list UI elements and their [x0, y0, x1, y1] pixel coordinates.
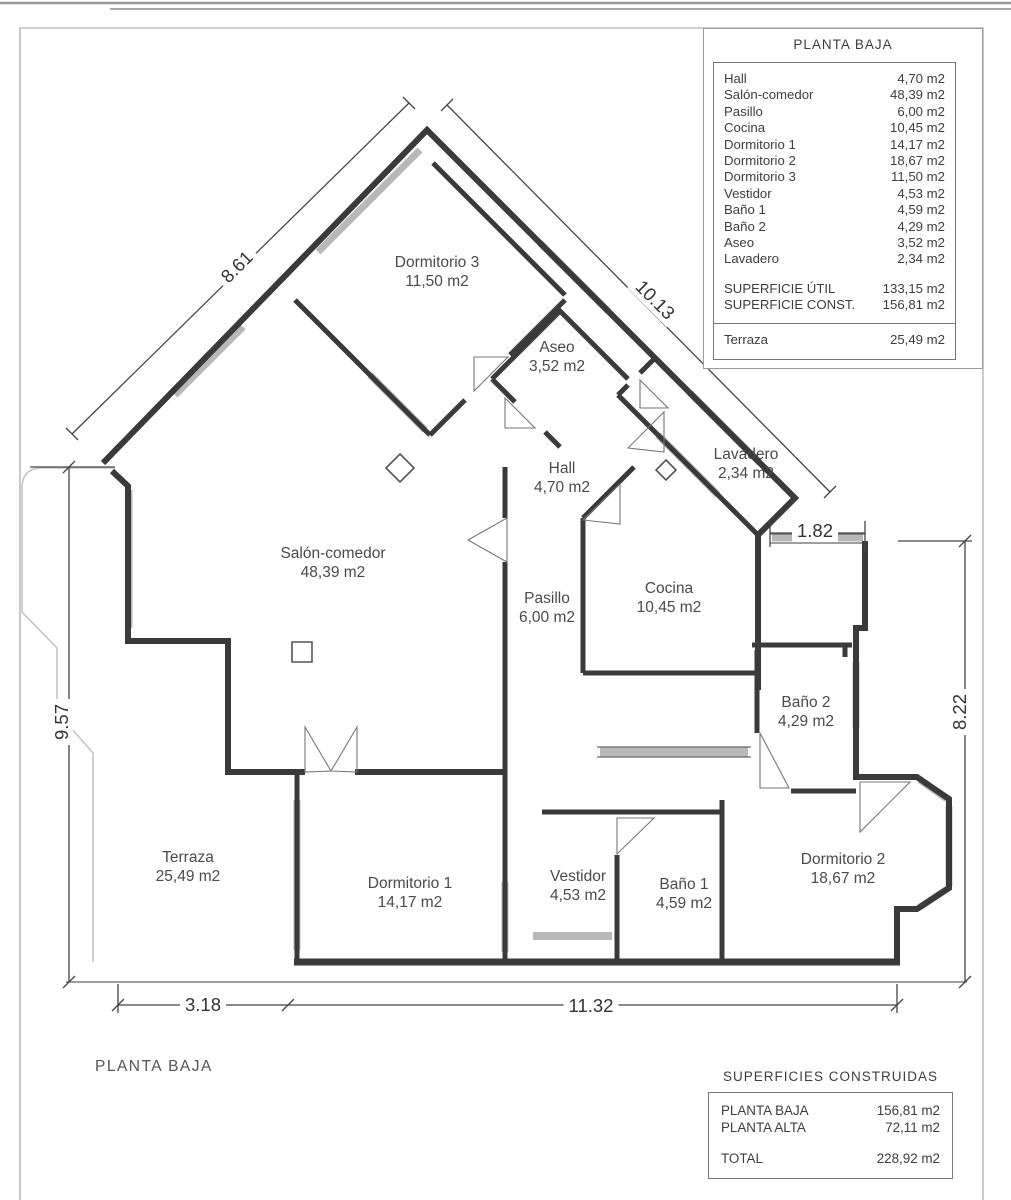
legend-summary-row-value: 133,15 m2 — [882, 280, 945, 296]
legend-row-value: 4,29 m2 — [897, 218, 945, 234]
legend-row-value: 4,70 m2 — [897, 71, 945, 86]
totals-title: SUPERFICIES CONSTRUIDAS — [722, 1069, 939, 1084]
totals-row-label: PLANTA ALTA — [721, 1120, 806, 1135]
legend-row: Baño 2 4,29 m2 — [724, 219, 945, 235]
legend-terraza-row-value: 25,49 m2 — [890, 331, 945, 347]
legend-title: PLANTA BAJA — [793, 37, 893, 52]
totals-total-row: TOTAL 228,92 m2 — [721, 1150, 940, 1167]
totals-total-value: 228,92 m2 — [876, 1151, 940, 1166]
legend-row-label: Hall — [724, 71, 747, 86]
legend-terraza-row: Terraza 25,49 m2 — [724, 332, 945, 348]
legend-summary-row-value: 156,81 m2 — [882, 297, 945, 313]
legend-extra-row: Terraza 25,49 m2 — [724, 332, 945, 348]
legend-summary-row-label: SUPERFICIE CONST. — [724, 297, 856, 313]
terrace-boundary — [21, 467, 115, 962]
legend-summary-row-label: SUPERFICIE ÚTIL — [724, 280, 836, 296]
legend-row: Vestidor 4,53 m2 — [724, 186, 945, 202]
legend-row-value: 11,50 m2 — [890, 169, 945, 185]
legend-row-label: Vestidor — [724, 185, 772, 201]
legend-row: Dormitorio 3 11,50 m2 — [724, 169, 945, 185]
outer-walls — [100, 125, 952, 966]
legend-row-label: Baño 1 — [724, 202, 766, 218]
legend-row-label: Dormitorio 1 — [724, 136, 796, 152]
door-swings — [304, 356, 912, 856]
legend-row-value: 4,53 m2 — [897, 185, 945, 201]
legend-row: Aseo 3,52 m2 — [724, 235, 945, 251]
legend-row-value: 18,67 m2 — [890, 153, 945, 169]
legend-row-label: Lavadero — [724, 251, 779, 267]
totals-row-value: 156,81 m2 — [876, 1103, 940, 1118]
legend-table: Hall 4,70 m2 Salón-comedor 48,39 m2 Pasillo 6… — [713, 62, 956, 360]
legend-terraza-row-label: Terraza — [724, 331, 768, 347]
totals-total: TOTAL 228,92 m2 — [721, 1150, 940, 1167]
legend-row-label: Dormitorio 2 — [724, 153, 796, 169]
legend-row-label: Pasillo — [724, 103, 763, 119]
legend-row: Dormitorio 2 18,67 m2 — [724, 153, 945, 169]
totals-row-label: PLANTA BAJA — [721, 1103, 809, 1118]
legend-row: Cocina 10,45 m2 — [724, 120, 945, 136]
legend-separator — [714, 322, 955, 324]
legend-row-value: 2,34 m2 — [897, 251, 945, 267]
legend-row: Salón-comedor 48,39 m2 — [724, 87, 945, 103]
legend-row-value: 14,17 m2 — [890, 136, 945, 152]
totals-rows: PLANTA BAJA 156,81 m2 PLANTA ALTA 72,11 m2 — [721, 1102, 940, 1136]
legend-row: Baño 1 4,59 m2 — [724, 202, 945, 218]
plan-name: PLANTA BAJA — [95, 1058, 213, 1075]
totals-total-label: TOTAL — [721, 1151, 763, 1166]
legend-row-label: Baño 2 — [724, 218, 766, 234]
legend-row: Pasillo 6,00 m2 — [724, 104, 945, 120]
legend-summary-row: SUPERFICIE ÚTIL 133,15 m2 — [724, 281, 945, 297]
column-symbols — [291, 452, 678, 663]
legend-room-rows: Hall 4,70 m2 Salón-comedor 48,39 m2 Pasillo 6… — [724, 71, 945, 268]
totals-row: PLANTA BAJA 156,81 m2 — [721, 1102, 940, 1119]
legend-row-value: 48,39 m2 — [890, 87, 945, 103]
legend-row-label: Cocina — [724, 120, 766, 136]
interior-walls — [293, 161, 856, 962]
legend-row: Hall 4,70 m2 — [724, 71, 945, 87]
legend-row: Lavadero 2,34 m2 — [724, 251, 945, 267]
legend-row-label: Aseo — [724, 235, 755, 251]
legend-panel: PLANTA BAJA Hall 4,70 m2 Salón-comedor 48,3… — [703, 28, 983, 369]
legend-spacer — [724, 268, 945, 281]
legend-row-value: 4,59 m2 — [897, 202, 945, 218]
legend-row-value: 10,45 m2 — [890, 120, 945, 136]
legend-row-label: Salón-comedor — [724, 87, 814, 103]
totals-gap — [721, 1136, 940, 1150]
legend-row-value: 3,52 m2 — [897, 235, 945, 251]
legend-summary-row: SUPERFICIE CONST. 156,81 m2 — [724, 297, 945, 313]
totals-row: PLANTA ALTA 72,11 m2 — [721, 1119, 940, 1136]
legend-row-value: 6,00 m2 — [897, 103, 945, 119]
legend-row: Dormitorio 1 14,17 m2 — [724, 137, 945, 153]
totals-row-value: 72,11 m2 — [885, 1120, 940, 1135]
legend-row-label: Dormitorio 3 — [724, 169, 796, 185]
